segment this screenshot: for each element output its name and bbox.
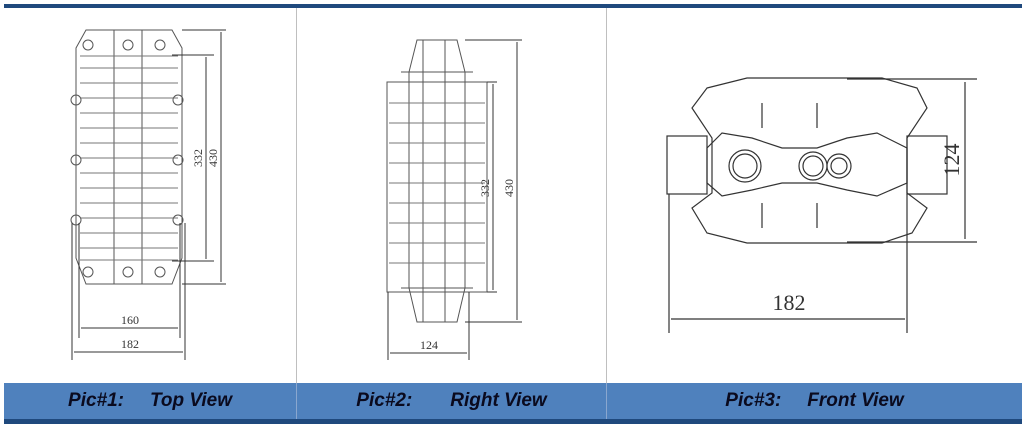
dim-430: 430 (206, 149, 220, 167)
caption-label: Pic#3: (725, 390, 782, 411)
caption-title: Right View (450, 390, 547, 411)
dim-124: 124 (939, 144, 964, 177)
caption-top-view: Pic#1: Top View (4, 383, 297, 419)
caption-title: Front View (807, 390, 904, 411)
panel-top-view: 160 182 332 430 (4, 8, 297, 383)
dim-182: 182 (773, 290, 806, 315)
panel-front-view: 124 182 (607, 8, 1022, 383)
top-border (4, 4, 1022, 8)
dim-332: 332 (191, 149, 205, 167)
dim-182: 182 (121, 337, 139, 351)
caption-label: Pic#1: (68, 390, 124, 411)
dim-160: 160 (121, 313, 139, 327)
dim-124: 124 (420, 338, 438, 352)
top-view-drawing: 160 182 332 430 (70, 29, 226, 360)
bottom-border (4, 419, 1022, 424)
caption-front-view: Pic#3: Front View (607, 383, 1022, 419)
front-view-drawing: 124 182 (666, 77, 977, 333)
dim-332: 332 (478, 179, 492, 197)
panel-right-view: 332 430 124 (297, 8, 607, 383)
dim-430: 430 (502, 179, 516, 197)
caption-label: Pic#2: (356, 390, 413, 411)
right-view-drawing: 332 430 124 (386, 39, 522, 360)
caption-right-view: Pic#2: Right View (297, 383, 607, 419)
caption-title: Top View (150, 390, 232, 411)
